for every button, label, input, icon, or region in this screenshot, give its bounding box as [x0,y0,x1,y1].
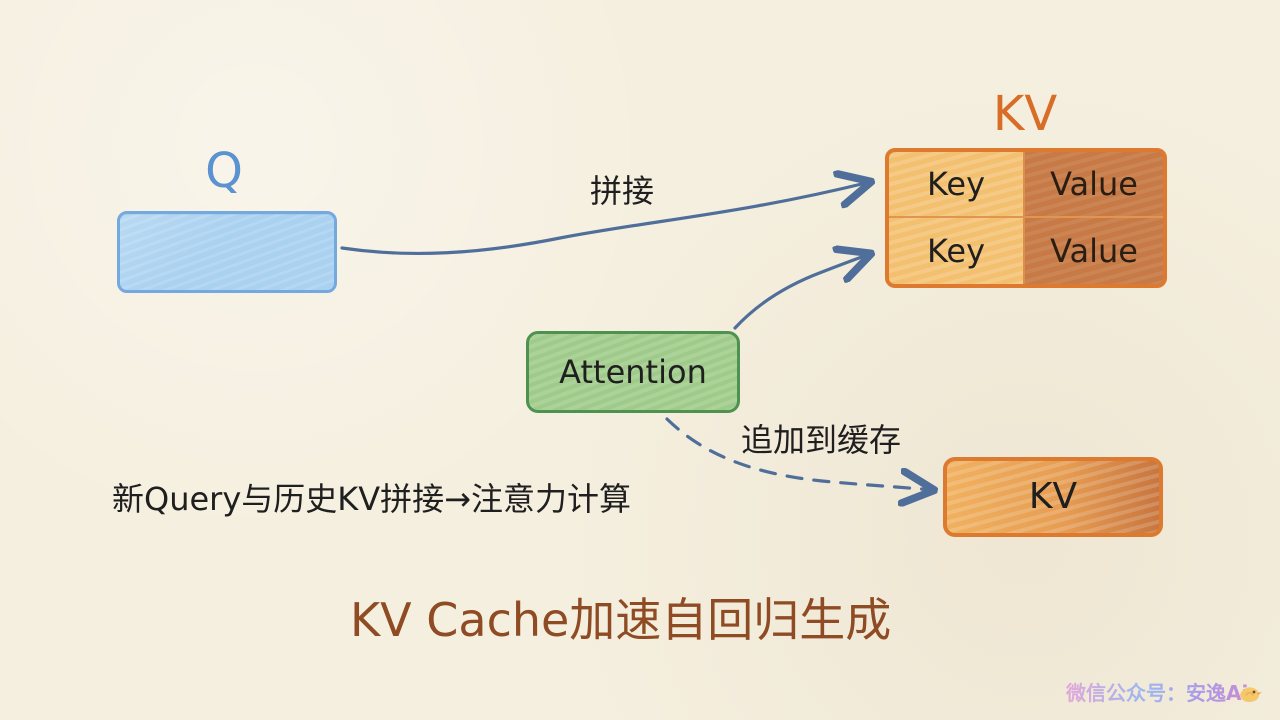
attention-node: Attention [526,331,740,413]
kv-cache-grid: Key Value Key Value [885,148,1167,288]
kv-value-cell-1: Value [1025,152,1163,218]
query-to-kv-arrow [340,182,870,256]
watermark-text: 微信公众号：安逸Ai [1066,678,1266,708]
concat-label: 拼接 [590,172,655,210]
attention-to-kv-arrow [733,254,870,330]
query-box [117,211,337,293]
description-text: 新Query与历史KV拼接→注意力计算 [112,480,631,518]
kv-value-cell-2: Value [1025,218,1163,284]
q-label: Q [205,143,243,199]
kv-header-label: KV [992,86,1058,142]
kv-cache-node: KV [943,457,1163,537]
duck-icon [1240,687,1262,702]
diagram-title: KV Cache加速自回归生成 [350,593,892,647]
kv-key-cell-2: Key [889,218,1025,284]
attention-to-cache-arrow [665,417,933,490]
kv-key-cell-1: Key [889,152,1025,218]
append-to-cache-label: 追加到缓存 [741,421,902,459]
